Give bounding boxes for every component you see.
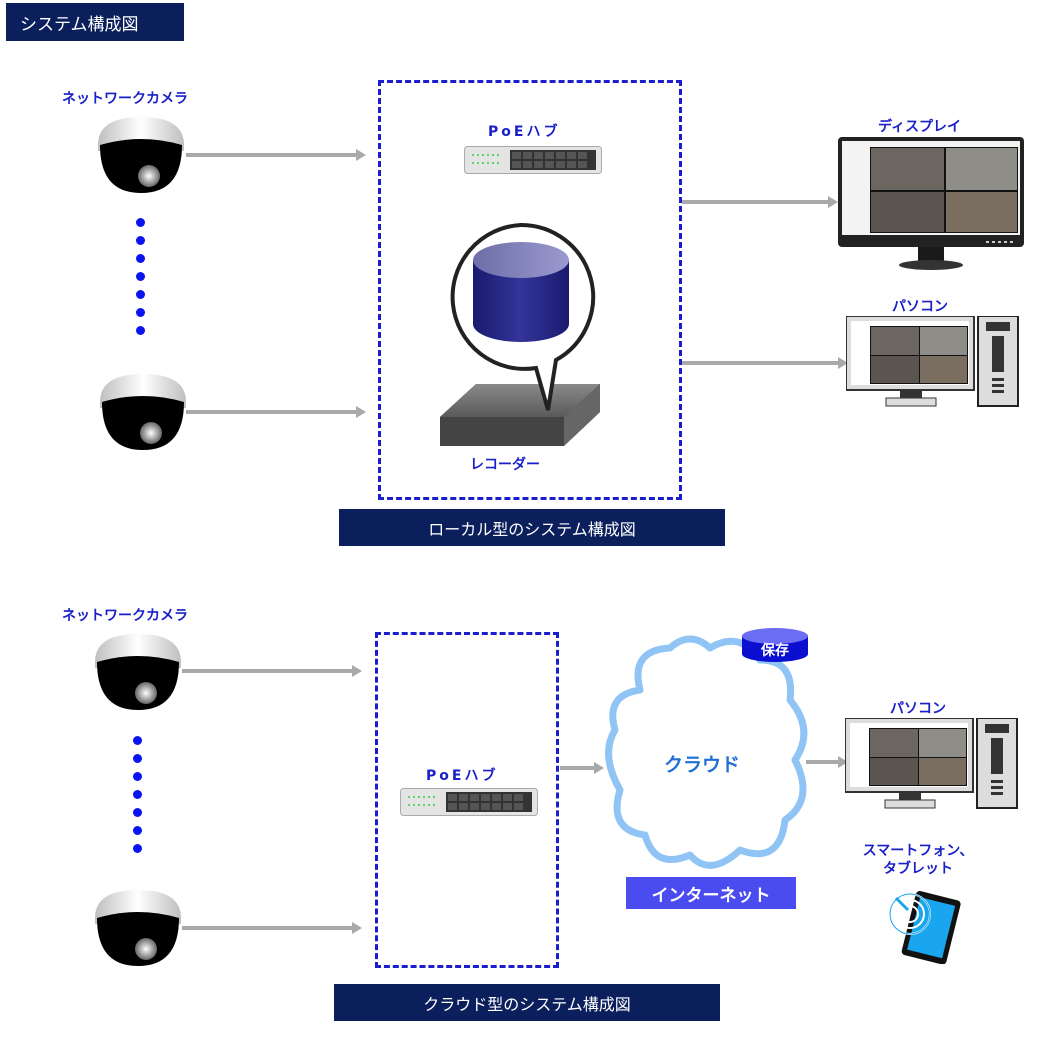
cloud-diagram-caption: クラウド型のシステム構成図: [334, 984, 720, 1021]
cloud-storage-badge: 保存: [741, 627, 809, 663]
cloud-label: クラウド: [664, 754, 741, 776]
network-camera-icon: [95, 634, 181, 710]
network-camera-icon: [100, 374, 186, 450]
local-equipment-group: [378, 80, 682, 500]
camera-to-hub-arrow: [182, 922, 362, 934]
storage-cylinder-icon: [742, 628, 808, 662]
cloud-equipment-group: [375, 632, 559, 968]
camera-to-hub-arrow: [186, 406, 366, 418]
hub-to-display-arrow: [682, 196, 838, 208]
camera-to-hub-arrow: [186, 149, 366, 161]
recorder-storage-icon: [440, 222, 600, 446]
hub-to-cloud-arrow: [560, 762, 604, 774]
mobile-label: スマートフォン、 タブレット: [862, 842, 974, 878]
mobile-label-line1: スマートフォン、: [862, 843, 974, 859]
network-camera-icon: [95, 890, 181, 966]
internet-label: インターネット: [626, 877, 796, 909]
hub-to-pc-arrow: [682, 357, 848, 369]
more-cameras-ellipsis: [133, 736, 142, 853]
local-diagram-caption: ローカル型のシステム構成図: [339, 509, 725, 546]
cloud-icon: [605, 635, 808, 869]
local-camera-label: ネットワークカメラ: [62, 91, 188, 107]
cloud-camera-label: ネットワークカメラ: [62, 608, 188, 624]
network-camera-icon: [98, 117, 184, 193]
pc-icon: [845, 718, 1018, 809]
pc-icon: [846, 316, 1019, 407]
camera-to-hub-arrow: [182, 665, 362, 677]
display-label: ディスプレイ: [878, 119, 962, 135]
cloud-pc-label: パソコン: [890, 701, 946, 717]
more-cameras-ellipsis: [136, 218, 145, 335]
recorder-label: レコーダー: [470, 457, 540, 473]
poe-hub-icon: [400, 788, 538, 816]
poe-hub-icon: [464, 146, 602, 174]
storage-label: 保存: [761, 643, 789, 659]
mobile-label-line2: タブレット: [883, 861, 953, 877]
cloud-to-pc-arrow: [806, 756, 848, 768]
local-hub-label: PoEハブ: [488, 124, 561, 140]
cloud-hub-label: PoEハブ: [426, 768, 499, 784]
tablet-icon: [889, 891, 961, 964]
display-monitor-icon: [838, 137, 1024, 270]
local-pc-label: パソコン: [892, 299, 948, 315]
page-title: システム構成図: [6, 3, 184, 41]
